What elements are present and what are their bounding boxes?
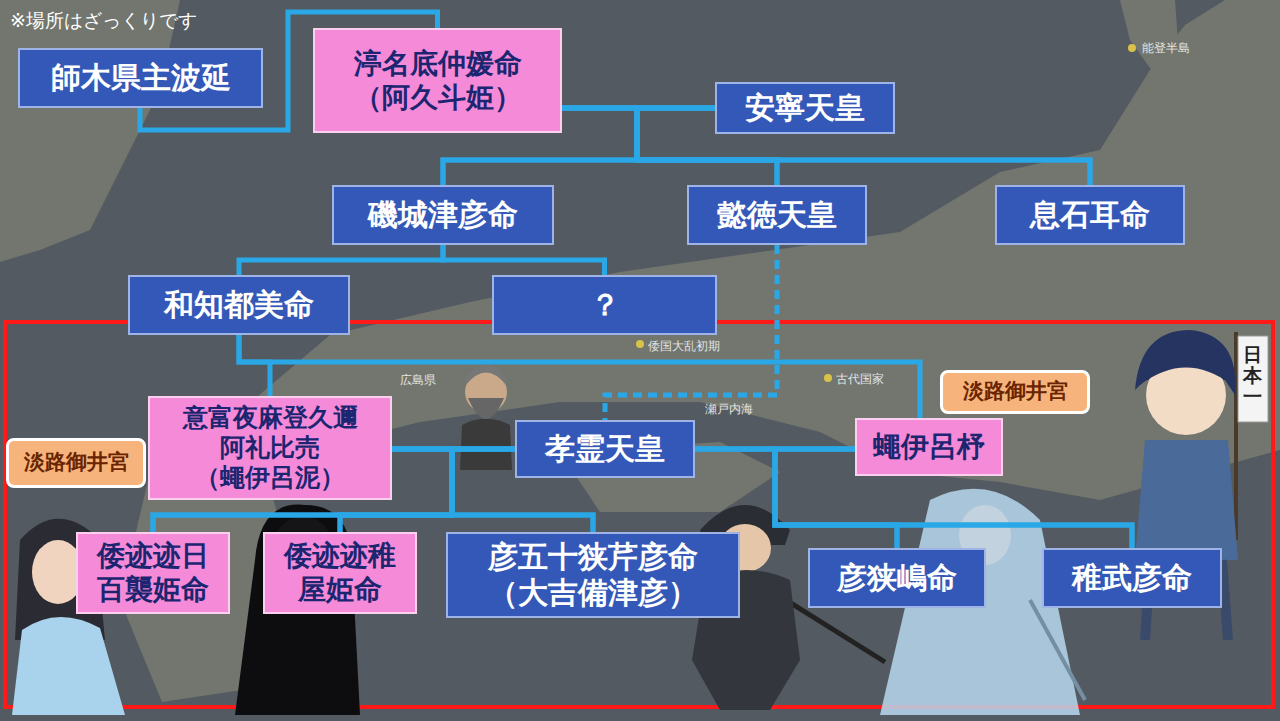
prince-box: 彦五十狭芹彦命 （大吉備津彦） <box>446 532 740 618</box>
lineage-line <box>239 245 443 275</box>
node-text: 安寧天皇 <box>745 90 865 126</box>
consort-box: 渟名底仲媛命 （阿久斗姫） <box>313 28 562 133</box>
node-text: ？ <box>590 287 620 323</box>
lineage-line <box>239 335 270 396</box>
flag-text: 日本一 <box>1243 344 1262 407</box>
map-label: 古代国家 <box>836 371 884 388</box>
node-text: 息石耳命 <box>1030 197 1150 233</box>
map-label: 瀬戸内海 <box>705 401 753 418</box>
place-tag: 淡路御井宮 <box>6 438 146 488</box>
map-label: 倭国大乱初期 <box>648 338 720 355</box>
person-box: 和知都美命 <box>128 275 350 335</box>
node-text: 懿徳天皇 <box>717 197 837 233</box>
node-text: 彦五十狭芹彦命 （大吉備津彦） <box>458 539 728 611</box>
node-text: 倭迹迹日 百襲姫命 <box>88 539 218 606</box>
person-box: 息石耳命 <box>995 185 1185 245</box>
ancestor-box: 師木県主波延 <box>18 48 263 108</box>
node-text: 稚武彦命 <box>1072 560 1192 596</box>
node-text: 意富夜麻登久邇 阿礼比売 （蠅伊呂泥） <box>160 403 380 493</box>
map-label: 能登半島 <box>1142 40 1190 57</box>
princess-box: 倭迹迹日 百襲姫命 <box>76 532 230 614</box>
bearded-man-portrait <box>460 364 512 470</box>
emperor-box: 孝霊天皇 <box>515 420 695 478</box>
land <box>0 0 1280 702</box>
lineage-line <box>443 245 605 275</box>
node-text: 渟名底仲媛命 （阿久斗姫） <box>325 47 550 114</box>
node-text: 淡路御井宮 <box>24 450 129 475</box>
consort-box: 意富夜麻登久邇 阿礼比売 （蠅伊呂泥） <box>148 396 392 500</box>
highlight-frame <box>5 322 1273 707</box>
map-label: 広島県 <box>400 372 436 389</box>
node-text: 師木県主波延 <box>51 60 231 96</box>
node-text: 孝霊天皇 <box>545 431 665 467</box>
node-text: 淡路御井宮 <box>963 379 1068 404</box>
node-text: 彦狭嶋命 <box>837 560 957 596</box>
node-text: 蠅伊呂杼 <box>873 430 985 464</box>
princess-box: 倭迹迹稚 屋姫命 <box>263 532 417 614</box>
node-text: 和知都美命 <box>164 287 314 323</box>
place-tag: 淡路御井宮 <box>940 370 1090 414</box>
consort-box: 蠅伊呂杼 <box>855 418 1003 476</box>
prince-box: 稚武彦命 <box>1042 548 1222 608</box>
prince-box: 彦狭嶋命 <box>808 548 986 608</box>
emperor-box: 懿徳天皇 <box>687 185 867 245</box>
emperor-box: 安寧天皇 <box>715 82 895 134</box>
node-text: 磯城津彦命 <box>368 197 518 233</box>
unknown-box: ？ <box>492 275 717 335</box>
node-text: 倭迹迹稚 屋姫命 <box>275 539 405 606</box>
note-text: ※場所はざっくりです <box>10 8 197 34</box>
person-box: 磯城津彦命 <box>332 185 554 245</box>
